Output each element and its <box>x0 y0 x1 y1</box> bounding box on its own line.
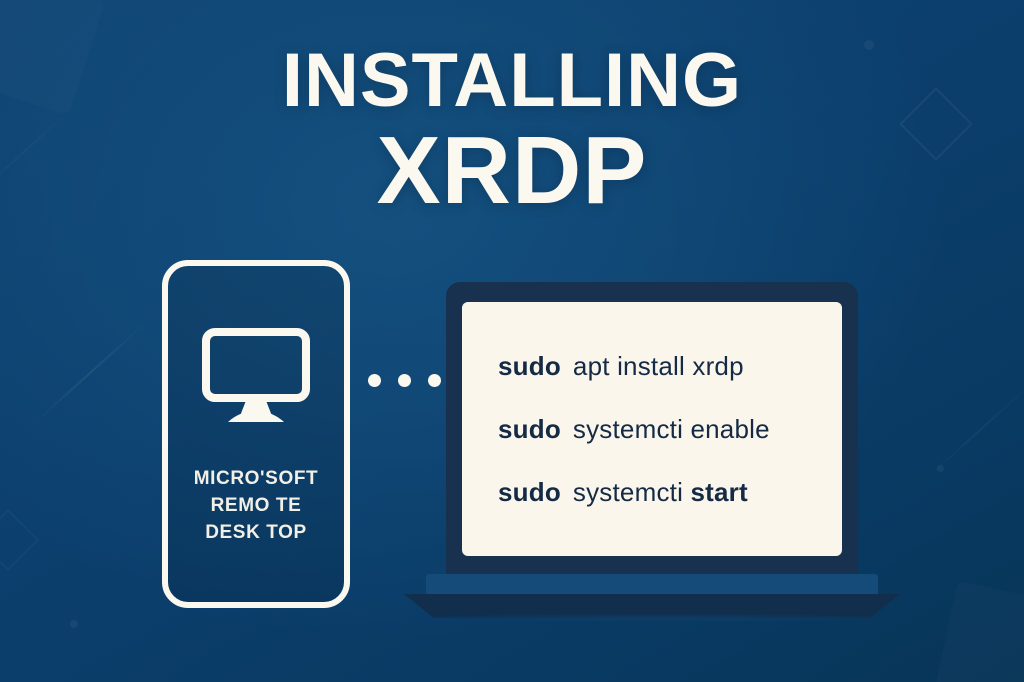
microsoft-remote-desktop-card: MICRO'SOFT REMO TE DESK TOP <box>162 260 350 608</box>
laptop-base-ledge <box>414 614 890 622</box>
background-square-decoration <box>933 581 1024 682</box>
page-title: INSTALLING XRDP <box>0 38 1024 225</box>
rdp-card-label: MICRO'SOFT REMO TE DESK TOP <box>168 466 344 547</box>
laptop-illustration: sudo apt install xrdp sudo systemcti enabl… <box>404 282 904 622</box>
connector-dot <box>368 374 381 387</box>
dot-decoration <box>937 465 944 472</box>
desktop-monitor-icon <box>202 328 310 422</box>
diamond-outline-icon <box>0 509 39 571</box>
laptop-deck <box>426 574 878 596</box>
terminal-command: systemcti <box>572 476 691 507</box>
terminal-line: sudo apt install xrdp <box>498 351 806 382</box>
terminal-command: apt install xrdp <box>572 350 744 381</box>
title-line-2: XRDP <box>376 117 648 225</box>
connector-dot <box>428 374 441 387</box>
terminal-keyword: sudo <box>498 413 561 444</box>
terminal-command-emphasis: start <box>690 476 748 507</box>
ellipsis-dots-icon <box>368 374 441 387</box>
terminal-screen: sudo apt install xrdp sudo systemcti enabl… <box>462 302 842 556</box>
laptop-lid: sudo apt install xrdp sudo systemcti enabl… <box>446 282 858 578</box>
terminal-line: sudo systemcti start <box>498 477 806 508</box>
title-line-1: INSTALLING <box>281 38 743 123</box>
diagonal-line-decoration <box>29 318 151 428</box>
rdp-card-label-line-3: DESK TOP <box>205 521 307 543</box>
terminal-line: sudo systemcti enable <box>498 414 806 445</box>
terminal-command: systemcti enable <box>572 413 770 444</box>
connector-dot <box>398 374 411 387</box>
diagonal-line-decoration <box>922 380 1024 482</box>
terminal-keyword: sudo <box>498 350 561 381</box>
rdp-card-label-line-1: MICRO'SOFT <box>193 468 319 489</box>
rdp-card-label-line-2: REMO TE <box>210 494 302 516</box>
terminal-keyword: sudo <box>498 476 561 507</box>
dot-decoration <box>70 620 78 628</box>
